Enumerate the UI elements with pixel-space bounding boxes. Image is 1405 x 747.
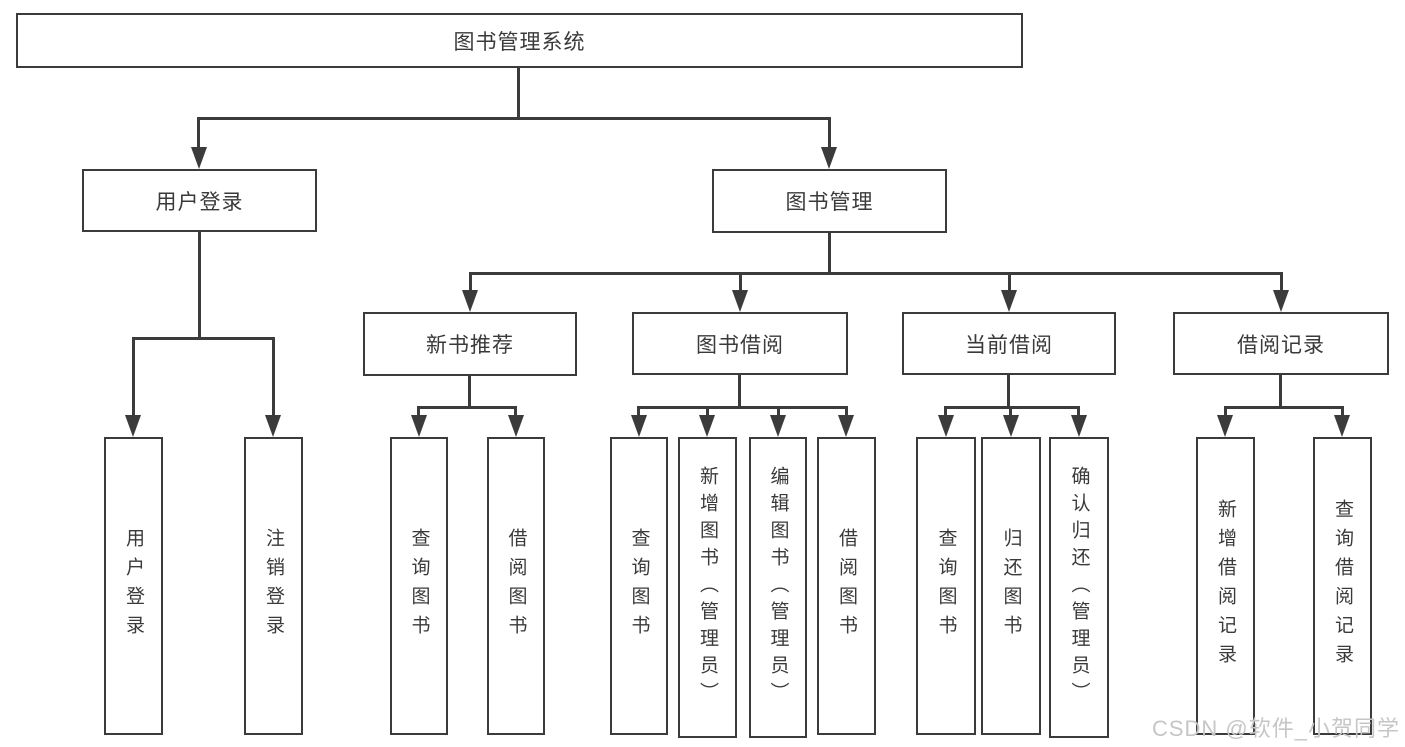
connector-user-login-stem bbox=[198, 232, 201, 338]
leaf-query-books-current: 查询图书 bbox=[916, 437, 976, 735]
node-user-login: 用户登录 bbox=[82, 169, 317, 232]
arrow-down-icon bbox=[1003, 415, 1019, 437]
connector-drop bbox=[417, 406, 420, 420]
connector-drop bbox=[637, 406, 640, 420]
arrow-down-icon bbox=[125, 415, 141, 437]
node-new-book-recommend: 新书推荐 bbox=[363, 312, 577, 376]
connector-drop bbox=[706, 406, 709, 420]
leaf-label: 借阅图书 bbox=[836, 528, 857, 644]
connector-drop bbox=[1224, 406, 1227, 420]
leaf-edit-books-admin: 编辑图书（管理员） bbox=[749, 437, 807, 738]
arrow-down-icon bbox=[938, 415, 954, 437]
connector-drop bbox=[1077, 406, 1080, 420]
arrow-down-icon bbox=[411, 415, 427, 437]
arrow-down-icon bbox=[1001, 290, 1017, 312]
connector-drop bbox=[514, 406, 517, 420]
arrow-down-icon bbox=[821, 147, 837, 169]
leaf-query-borrow-record: 查询借阅记录 bbox=[1313, 437, 1372, 735]
arrow-down-icon bbox=[1071, 415, 1087, 437]
node-root: 图书管理系统 bbox=[16, 13, 1023, 68]
connector-root-stem bbox=[517, 68, 520, 117]
leaf-label: 注销登录 bbox=[263, 528, 284, 644]
node-user-login-label: 用户登录 bbox=[155, 190, 244, 214]
connector-book-borrow-stem bbox=[738, 375, 741, 407]
leaf-logout: 注销登录 bbox=[244, 437, 303, 735]
node-root-label: 图书管理系统 bbox=[453, 30, 586, 54]
connector-current-borrow-branch bbox=[945, 406, 1080, 409]
connector-drop bbox=[944, 406, 947, 420]
leaf-borrow-books: 借阅图书 bbox=[817, 437, 876, 735]
arrow-down-icon bbox=[1273, 290, 1289, 312]
node-book-management: 图书管理 bbox=[712, 169, 947, 233]
connector-drop bbox=[777, 406, 780, 420]
leaf-confirm-return-admin: 确认归还（管理员） bbox=[1049, 437, 1109, 738]
leaf-user-login: 用户登录 bbox=[104, 437, 163, 735]
leaf-label: 借阅图书 bbox=[505, 528, 527, 644]
connector-book-management-stem bbox=[828, 233, 831, 274]
leaf-add-books-admin: 新增图书（管理员） bbox=[678, 437, 737, 738]
node-current-borrow-label: 当前借阅 bbox=[965, 333, 1053, 357]
connector-book-borrow-branch bbox=[638, 406, 847, 409]
arrow-down-icon bbox=[191, 147, 207, 169]
connector-drop-leaf-logout bbox=[272, 337, 275, 417]
arrow-down-icon bbox=[265, 415, 281, 437]
connector-current-borrow-stem bbox=[1007, 375, 1010, 407]
connector-drop-leaf-login bbox=[132, 337, 135, 417]
connector-drop-new-book bbox=[469, 272, 472, 293]
node-book-management-label: 图书管理 bbox=[785, 191, 874, 214]
node-new-book-recommend-label: 新书推荐 bbox=[426, 334, 514, 357]
arrow-down-icon bbox=[732, 290, 748, 312]
leaf-query-books-borrow: 查询图书 bbox=[610, 437, 668, 735]
leaf-label: 查询借阅记录 bbox=[1332, 499, 1353, 673]
arrow-down-icon bbox=[508, 415, 524, 437]
leaf-label: 用户登录 bbox=[123, 528, 144, 644]
arrow-down-icon bbox=[1217, 415, 1233, 437]
node-borrow-records-label: 借阅记录 bbox=[1237, 333, 1325, 357]
leaf-label: 查询图书 bbox=[628, 528, 650, 644]
connector-level3-branch bbox=[470, 272, 1282, 275]
connector-drop-current-borrow bbox=[1008, 272, 1011, 293]
connector-borrow-records-stem bbox=[1279, 375, 1282, 407]
leaf-label: 编辑图书（管理员） bbox=[767, 466, 789, 709]
arrow-down-icon bbox=[631, 415, 647, 437]
connector-drop-borrow-records bbox=[1280, 272, 1283, 293]
connector-new-book-branch bbox=[418, 406, 517, 409]
node-current-borrow: 当前借阅 bbox=[902, 312, 1116, 375]
node-book-borrow-label: 图书借阅 bbox=[696, 333, 784, 357]
connector-drop-book-management bbox=[828, 117, 831, 151]
connector-drop-user-login bbox=[197, 117, 200, 151]
leaf-label: 新增借阅记录 bbox=[1215, 499, 1236, 673]
arrow-down-icon bbox=[1334, 415, 1350, 437]
node-borrow-records: 借阅记录 bbox=[1173, 312, 1389, 375]
connector-user-login-branch bbox=[132, 337, 274, 340]
leaf-return-books: 归还图书 bbox=[981, 437, 1041, 735]
connector-drop bbox=[1009, 406, 1012, 420]
node-book-borrow: 图书借阅 bbox=[632, 312, 848, 375]
connector-drop-book-borrow bbox=[739, 272, 742, 293]
leaf-borrow-books-recommend: 借阅图书 bbox=[487, 437, 545, 735]
connector-drop bbox=[845, 406, 848, 420]
connector-drop bbox=[1341, 406, 1344, 420]
watermark-text: CSDN @软件_小贺同学 bbox=[1151, 716, 1400, 741]
leaf-query-books-recommend: 查询图书 bbox=[390, 437, 448, 735]
leaf-label: 确认归还（管理员） bbox=[1068, 466, 1090, 709]
connector-new-book-stem bbox=[468, 375, 471, 407]
leaf-label: 查询图书 bbox=[935, 528, 957, 644]
connector-borrow-records-branch bbox=[1224, 406, 1343, 409]
connector-level2-branch bbox=[198, 117, 831, 120]
leaf-label: 归还图书 bbox=[1000, 528, 1022, 644]
leaf-label: 查询图书 bbox=[408, 528, 430, 644]
arrow-down-icon bbox=[462, 290, 478, 312]
arrow-down-icon bbox=[699, 415, 715, 437]
leaf-label: 新增图书（管理员） bbox=[697, 466, 718, 709]
arrow-down-icon bbox=[838, 415, 854, 437]
arrow-down-icon bbox=[770, 415, 786, 437]
leaf-add-borrow-record: 新增借阅记录 bbox=[1196, 437, 1255, 735]
